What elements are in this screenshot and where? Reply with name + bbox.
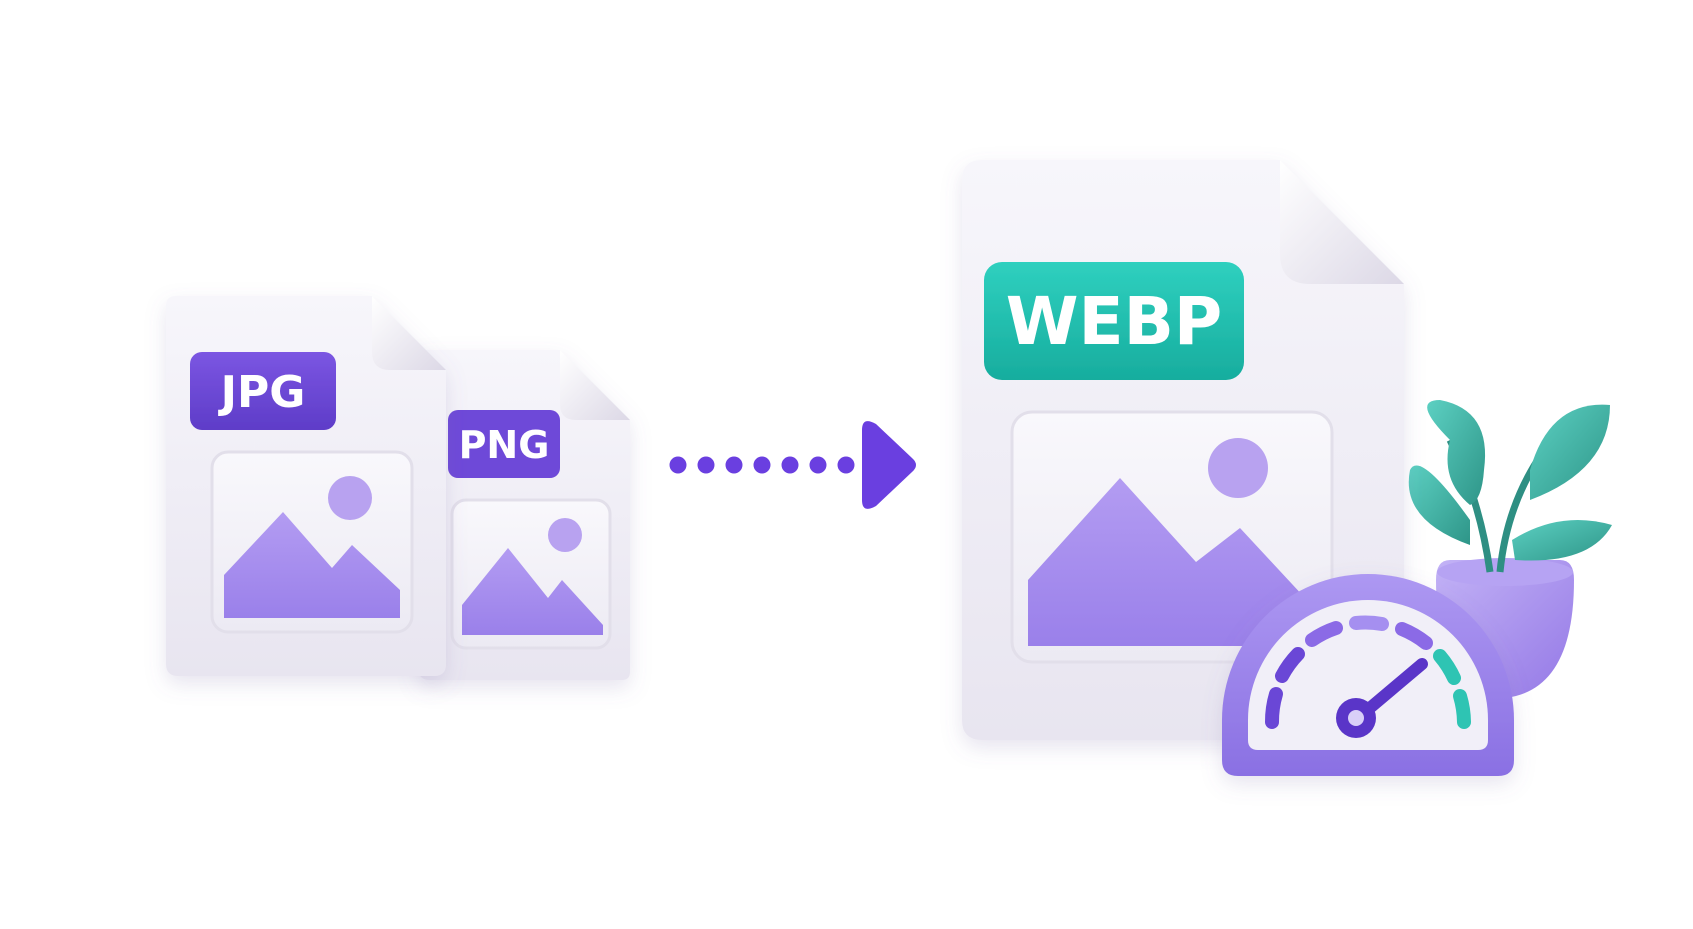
png-badge: PNG — [448, 410, 560, 478]
webp-badge: WEBP — [984, 262, 1244, 380]
gauge-scale — [1264, 615, 1471, 729]
mountain-image-icon — [462, 518, 603, 635]
dotted-arrow-icon — [669, 421, 916, 509]
png-badge-label: PNG — [459, 423, 550, 467]
jpg-file-icon: JPG — [166, 296, 446, 676]
mountain-image-icon — [1028, 438, 1318, 646]
mountain-image-icon — [224, 476, 400, 618]
jpg-badge: JPG — [190, 352, 336, 430]
webp-badge-label: WEBP — [1006, 283, 1223, 360]
jpg-badge-label: JPG — [218, 367, 306, 418]
gauge-needle — [1336, 658, 1428, 738]
png-file-icon: PNG — [418, 350, 630, 680]
speedometer-icon — [1222, 574, 1514, 776]
